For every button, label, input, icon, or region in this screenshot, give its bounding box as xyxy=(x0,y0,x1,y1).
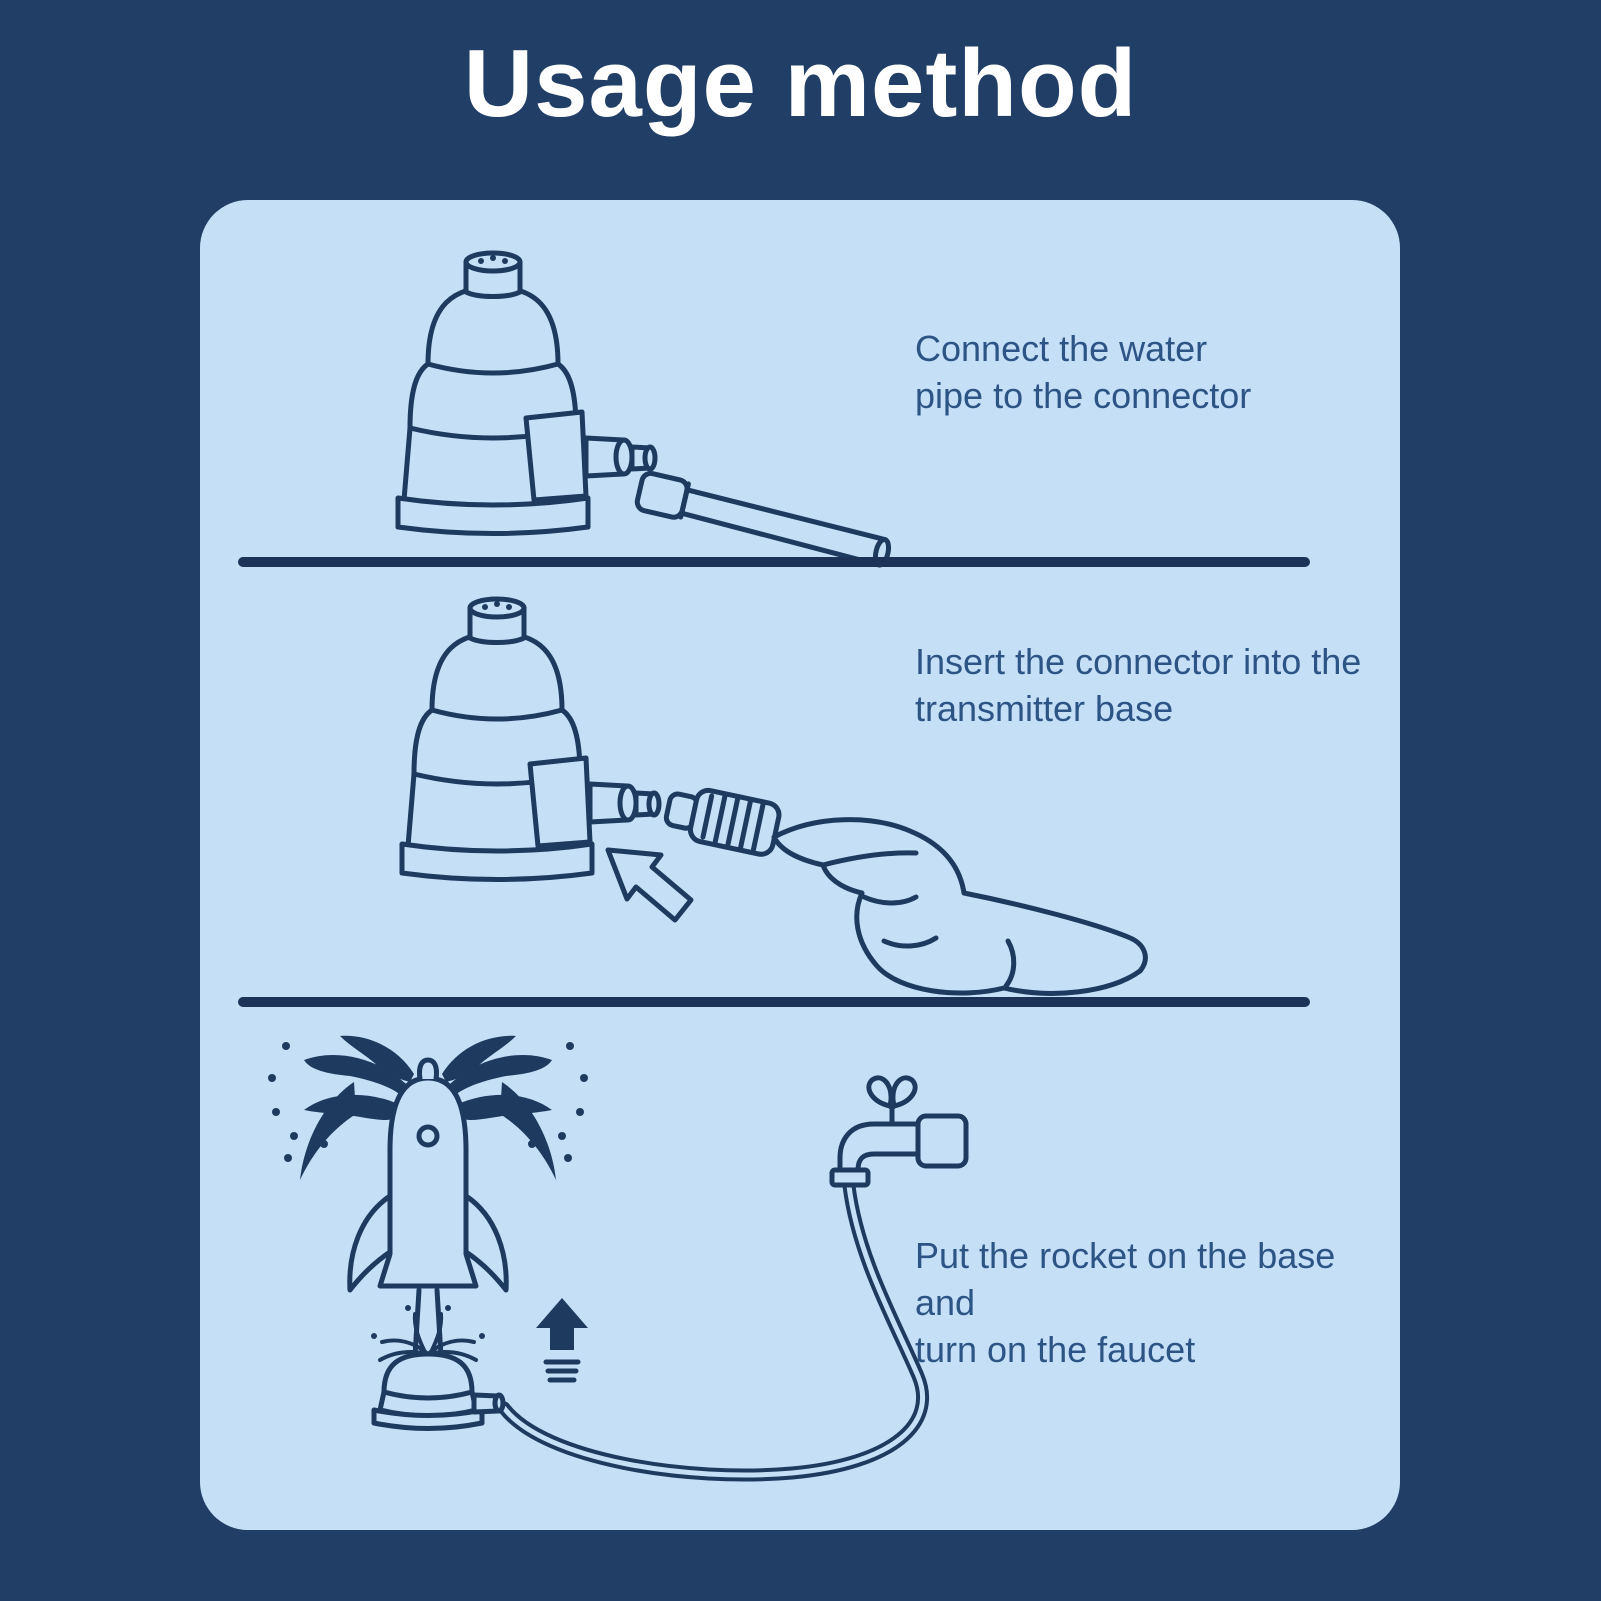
connector-hand-illustration xyxy=(605,787,1148,996)
water-spray xyxy=(268,1035,588,1180)
rocket xyxy=(347,1057,509,1359)
holding-hand xyxy=(771,817,1148,996)
step-divider-1 xyxy=(238,557,1310,567)
step-3-caption: Put the rocket on the base and turn on t… xyxy=(915,1235,1336,1370)
instruction-panel: Connect the water pipe to the connector … xyxy=(200,200,1400,1530)
connector-plug xyxy=(663,787,782,857)
launch-up-arrow-icon xyxy=(536,1298,588,1383)
insert-direction-arrow-icon xyxy=(605,847,694,923)
water-pipe-illustration xyxy=(634,470,892,568)
transmitter-base-illustration xyxy=(328,242,668,552)
step-2-caption: Insert the connector into the transmitte… xyxy=(915,641,1362,729)
page-title: Usage method xyxy=(463,30,1138,137)
step-1-caption: Connect the water pipe to the connector xyxy=(915,328,1252,416)
launch-base-illustration xyxy=(371,1351,506,1431)
faucet-illustration xyxy=(829,1075,969,1188)
water-hose-illustration xyxy=(497,1179,930,1482)
rocket-launch-scene-illustration xyxy=(268,1035,969,1482)
fountain-droplets xyxy=(371,1305,485,1339)
step-divider-2 xyxy=(238,997,1310,1007)
